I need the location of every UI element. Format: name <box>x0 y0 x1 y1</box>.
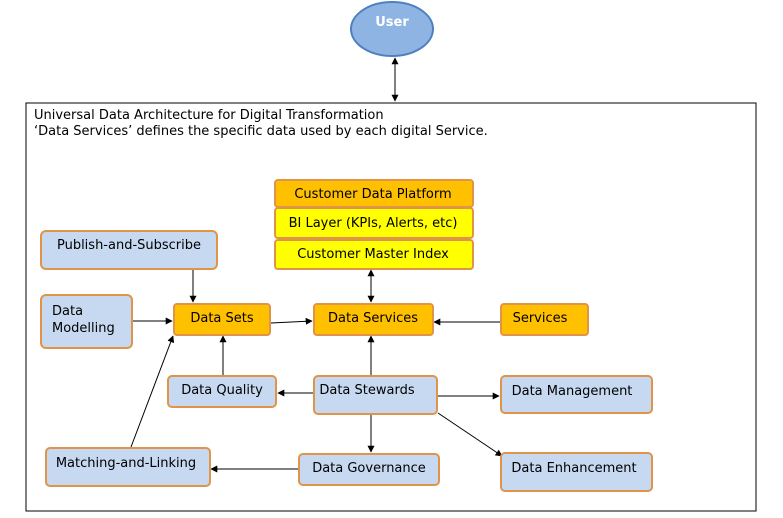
publish-and-subscribe-node <box>40 230 218 270</box>
user-node <box>350 1 434 57</box>
frame-subtitle: ‘Data Services’ defines the specific dat… <box>34 124 488 139</box>
data-enhancement-label: Data Enhancement <box>511 461 636 476</box>
customer-master-index-label: Customer Master Index <box>297 247 449 262</box>
data-stewards-node <box>313 375 438 415</box>
data-quality-node <box>167 375 277 408</box>
data-modelling-node <box>40 294 133 349</box>
data-governance-label: Data Governance <box>312 461 426 476</box>
publish-and-subscribe-label: Publish-and-Subscribe <box>57 238 201 253</box>
bi-layer-node <box>274 207 474 239</box>
data-services-label: Data Services <box>328 311 418 326</box>
data-quality-label: Data Quality <box>181 383 263 398</box>
data-sets-label: Data Sets <box>190 311 254 326</box>
frame-title: Universal Data Architecture for Digital … <box>34 108 384 123</box>
matching-datasets-connector <box>130 335 175 448</box>
services-node <box>500 303 589 336</box>
matching-and-linking-label: Matching-and-Linking <box>56 456 196 471</box>
user-label: User <box>375 15 409 30</box>
bi-layer-label: BI Layer (KPIs, Alerts, etc) <box>289 216 458 231</box>
data-modelling-label-line1: Data <box>52 304 83 319</box>
data-enhancement-node <box>500 452 653 492</box>
stewards-enhancement-connector <box>437 412 503 457</box>
data-governance-node <box>298 453 440 486</box>
data-sets-node <box>173 303 271 336</box>
datasets-services-connector <box>270 317 313 325</box>
data-management-node <box>500 375 653 414</box>
matching-and-linking-node <box>45 447 211 487</box>
data-modelling-label-line2: Modelling <box>52 321 115 336</box>
customer-master-index-node <box>274 239 474 270</box>
data-services-node <box>313 303 434 336</box>
data-stewards-label: Data Stewards <box>319 383 414 398</box>
services-label: Services <box>513 311 568 326</box>
data-management-label: Data Management <box>512 384 633 399</box>
customer-data-platform-label: Customer Data Platform <box>294 187 451 202</box>
